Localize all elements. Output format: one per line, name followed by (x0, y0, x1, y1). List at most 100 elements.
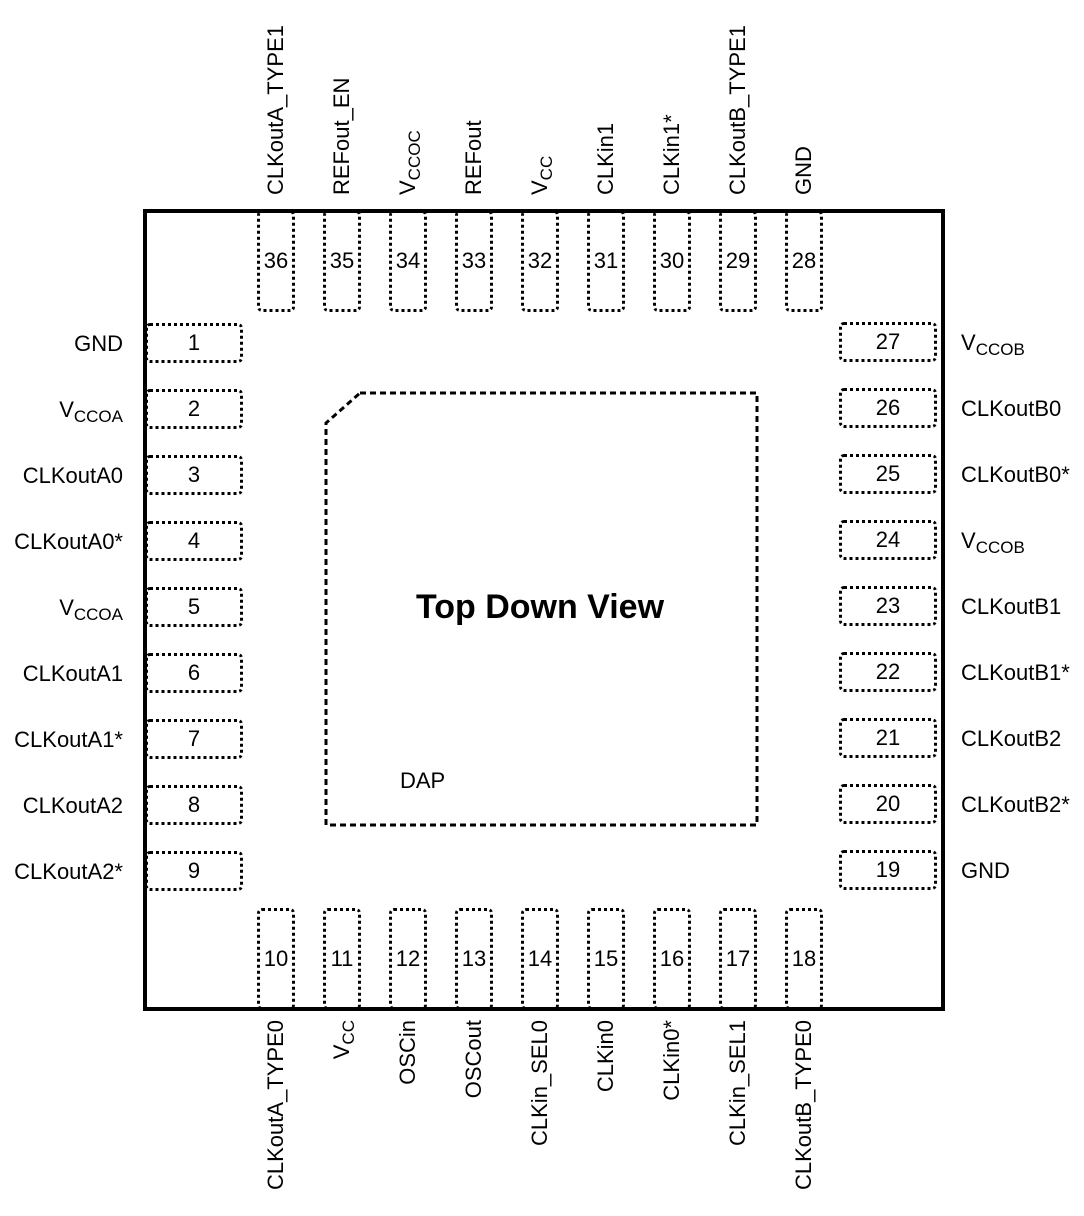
pin-20-pad: 20 (839, 784, 937, 824)
pin-30-label: CLKin1* (659, 114, 684, 195)
pin-20-label: CLKoutB2* (961, 794, 1070, 816)
pin-19-pad: 19 (839, 850, 937, 890)
pin-name-text: CLKoutA0 (22, 463, 123, 488)
pin-name-text: CLKin1* (659, 114, 684, 195)
pin-21-label: CLKoutB2 (961, 728, 1061, 750)
pin-5-label: VCCOA (59, 595, 123, 624)
pin-23-pad: 23 (839, 586, 937, 626)
pin-number: 4 (187, 528, 201, 553)
pin-name-text: CLKoutB0* (961, 462, 1070, 487)
pin-name-text: CLKin0* (659, 1020, 684, 1101)
pin-number: 5 (187, 594, 201, 619)
pin-3-pad: 3 (145, 455, 243, 495)
pin-number: 33 (461, 248, 487, 273)
pin-number: 28 (791, 248, 817, 273)
pin-name-subscript: CC (339, 1020, 358, 1045)
pin-7-label: CLKoutA1* (14, 729, 123, 751)
pin-number: 19 (875, 857, 901, 882)
pin-10-label: CLKoutA_TYPE0 (263, 1020, 288, 1190)
pin-name-text: GND (791, 146, 816, 195)
pin-name-text: CLKoutA1* (14, 727, 123, 752)
dap-label: DAP (400, 768, 446, 793)
pin-1-label: GND (74, 333, 123, 355)
pin-12-pad: 12 (389, 908, 427, 1010)
pin-number: 20 (875, 791, 901, 816)
pin-16-pad: 16 (653, 908, 691, 1010)
pin-26-pad: 26 (839, 388, 937, 428)
pin-31-pad: 31 (587, 210, 625, 312)
pin-number: 9 (187, 858, 201, 883)
pin-12-label: OSCin (395, 1020, 420, 1085)
pin-19-label: GND (961, 860, 1010, 882)
pin-name-text: CLKoutB1 (961, 594, 1062, 619)
pin-number: 27 (875, 329, 901, 354)
pin-4-label: CLKoutA0* (14, 531, 123, 553)
pin-name-text: CLKoutB2 (961, 726, 1062, 751)
pin-number: 11 (330, 946, 354, 971)
pin-11-label: VCC (329, 1020, 358, 1059)
pin-24-pad: 24 (839, 520, 937, 560)
pin-number: 8 (187, 792, 201, 817)
pin-number: 7 (187, 726, 201, 751)
pin-name-text: CLKin0 (593, 1020, 618, 1093)
pin-6-label: CLKoutA1 (23, 663, 123, 685)
pin-10-pad: 10 (257, 908, 295, 1010)
pin-17-pad: 17 (719, 908, 757, 1010)
pin-name-text: GND (74, 331, 123, 356)
pin-name-text: CLKoutA_TYPE1 (263, 25, 288, 195)
pin-name-subscript: CCOB (975, 538, 1025, 557)
pin-number: 14 (527, 946, 553, 971)
pin-4-pad: 4 (145, 521, 243, 561)
pin-17-label: CLKin_SEL1 (725, 1020, 750, 1146)
pin-number: 23 (875, 593, 901, 618)
pin-5-pad: 5 (145, 587, 243, 627)
pin-28-pad: 28 (785, 210, 823, 312)
pin-27-label: VCCOB (961, 330, 1025, 359)
pin-11-pad: 11 (323, 908, 361, 1010)
pin-name-text: V (59, 397, 74, 422)
pin-name-text: CLKoutB0 (961, 396, 1062, 421)
pin-number: 25 (875, 461, 901, 486)
pin-27-pad: 27 (839, 322, 937, 362)
pin-name-subscript: CCOA (73, 407, 123, 426)
pin-24-label: VCCOB (961, 530, 1025, 557)
pin-number: 12 (395, 946, 421, 971)
dap-outline (324, 391, 759, 827)
pin-number: 22 (875, 659, 901, 684)
pin-number: 16 (659, 946, 685, 971)
pin-22-pad: 22 (839, 652, 937, 692)
pin-28-label: GND (791, 146, 816, 195)
pin-23-label: CLKoutB1 (961, 596, 1061, 618)
pin-34-label: VCCOC (395, 130, 424, 195)
pin-22-label: CLKoutB1* (961, 662, 1070, 684)
pin-name-text: CLKoutA2 (22, 793, 123, 818)
pin-30-pad: 30 (653, 210, 691, 312)
pin-name-text: V (527, 180, 552, 195)
pin-29-pad: 29 (719, 210, 757, 312)
pin-16-label: CLKin0* (659, 1020, 684, 1101)
pin-name-text: V (961, 330, 976, 355)
pin-35-pad: 35 (323, 210, 361, 312)
pin-13-label: OSCout (461, 1020, 486, 1098)
pin-name-text: CLKoutB_TYPE1 (725, 25, 750, 195)
pin-name-text: V (395, 180, 420, 195)
pin-name-text: CLKoutA0* (14, 529, 123, 554)
pin-8-pad: 8 (145, 785, 243, 825)
pin-number: 36 (263, 248, 289, 273)
pin-number: 17 (725, 946, 751, 971)
pin-number: 10 (263, 946, 289, 971)
pin-number: 2 (187, 396, 201, 421)
pin-31-label: CLKin1 (593, 123, 618, 195)
pin-name-text: V (59, 595, 74, 620)
pin-name-text: CLKoutB2* (961, 792, 1070, 817)
pin-name-text: CLKoutA1 (22, 661, 123, 686)
pin-number: 31 (593, 248, 619, 273)
pin-29-label: CLKoutB_TYPE1 (725, 25, 750, 195)
pin-18-pad: 18 (785, 908, 823, 1010)
pin-15-pad: 15 (587, 908, 625, 1010)
pin-number: 6 (187, 660, 201, 685)
pin-number: 30 (659, 248, 685, 273)
pin-36-label: CLKoutA_TYPE1 (263, 25, 288, 195)
